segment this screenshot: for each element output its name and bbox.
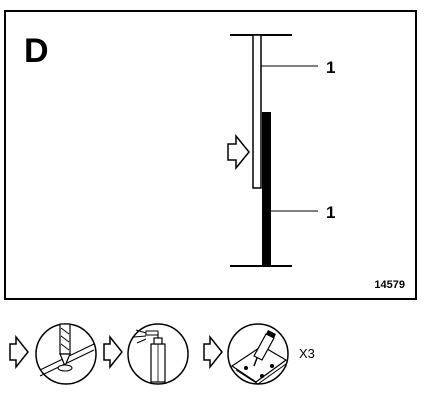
spray-can-icon — [127, 323, 189, 385]
step-arrow-icon — [9, 334, 29, 370]
outer-panel-section — [252, 34, 262, 189]
callout-label-lower: 1 — [326, 203, 335, 222]
panel-letter: D — [24, 32, 49, 70]
drill-icon — [35, 323, 97, 385]
callout-label-upper: 1 — [326, 58, 335, 77]
riveting-tool-icon — [227, 323, 289, 385]
step-arrow-icon — [103, 334, 123, 370]
direction-arrow-icon — [227, 133, 250, 171]
figure-number: 14579 — [374, 279, 405, 291]
inner-panel-section — [262, 112, 271, 266]
panel-frame — [4, 10, 417, 300]
repeat-count: X3 — [299, 346, 315, 361]
step-arrow-icon — [203, 334, 223, 370]
